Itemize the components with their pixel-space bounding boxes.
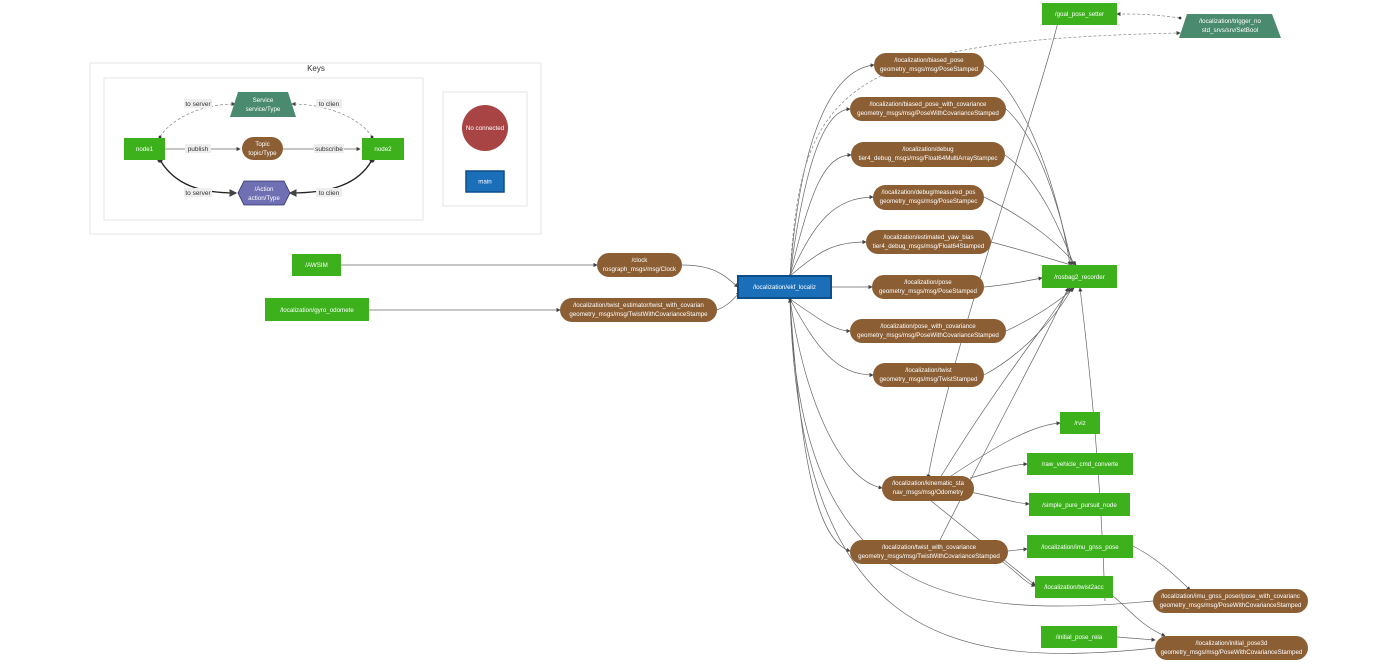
topic-kinematic-state[interactable]: /localization/kinematic_sta nav_msgs/msg… xyxy=(882,476,974,501)
svg-text:/localization/debug/measured_p: /localization/debug/measured_pos xyxy=(882,189,976,196)
svg-text:geometry_msgs/msg/TwistWithCov: geometry_msgs/msg/TwistWithCovarianceSta… xyxy=(858,553,1000,560)
svg-text:/localization/twist: /localization/twist xyxy=(905,367,952,374)
svg-text:topic/Type: topic/Type xyxy=(248,150,277,157)
svg-text:main: main xyxy=(478,179,492,186)
legend-action[interactable]: /Action action/Type xyxy=(237,180,291,206)
node-rosbag2-recorder[interactable]: /rosbag2_recorder xyxy=(1042,265,1117,288)
node-imu-gnss-poser[interactable]: /localization/imu_gnss_pose xyxy=(1027,535,1133,558)
topic-clock[interactable]: /clock rosgraph_msgs/msg/Clock xyxy=(597,253,682,277)
svg-text:to server: to server xyxy=(185,190,211,197)
svg-text:Service: Service xyxy=(253,97,274,104)
svg-text:/localization/initial_pose3d: /localization/initial_pose3d xyxy=(1196,640,1268,647)
topic-twist-estimator[interactable]: /localization/twist_estimator/twist_with… xyxy=(560,298,717,322)
svg-text:tier4_debug_msgs/msg/Float64St: tier4_debug_msgs/msg/Float64Stamped xyxy=(873,243,985,250)
svg-text:/rosbag2_recorder: /rosbag2_recorder xyxy=(1054,274,1105,281)
svg-text:/clock: /clock xyxy=(632,257,649,264)
node-gyro-odometer[interactable]: /localization/gyro_odomete xyxy=(265,298,369,321)
service-trigger-node[interactable]: /localization/trigger_no std_srvs/srv/Se… xyxy=(1179,14,1281,38)
svg-text:/localization/debug: /localization/debug xyxy=(902,146,954,153)
legend-edge-label-to-client-top: to clien xyxy=(316,99,342,108)
svg-text:geometry_msgs/msg/PoseWithCova: geometry_msgs/msg/PoseWithCovarianceStam… xyxy=(1161,649,1303,656)
legend-edge-label-to-server-top: to server xyxy=(184,99,212,108)
svg-text:/raw_vehicle_cmd_converte: /raw_vehicle_cmd_converte xyxy=(1042,461,1119,468)
node-twist2accel[interactable]: /localization/twist2acc xyxy=(1035,576,1113,598)
svg-text:service/Type: service/Type xyxy=(246,106,281,113)
svg-text:/simple_pure_pursuit_node: /simple_pure_pursuit_node xyxy=(1042,502,1117,509)
svg-text:nav_msgs/msg/Odometry: nav_msgs/msg/Odometry xyxy=(893,489,964,496)
topic-pose[interactable]: /localization/pose geometry_msgs/msg/Pos… xyxy=(872,275,984,299)
svg-text:geometry_msgs/msg/PoseWithCova: geometry_msgs/msg/PoseWithCovarianceStam… xyxy=(857,332,999,339)
topic-twist[interactable]: /localization/twist geometry_msgs/msg/Tw… xyxy=(873,363,984,387)
legend-edge-label-to-client-bottom: to clien xyxy=(316,188,342,197)
node-ekf-localizer-main[interactable]: /localization/ekf_localiz xyxy=(737,275,832,299)
svg-text:/localization/biased_pose: /localization/biased_pose xyxy=(894,57,964,64)
svg-text:action/Type: action/Type xyxy=(248,195,280,202)
node-simple-pure-pursuit[interactable]: /simple_pure_pursuit_node xyxy=(1029,493,1130,516)
legend-no-connected: No connected xyxy=(462,105,508,151)
svg-text:/localization/imu_gnss_poser/p: /localization/imu_gnss_poser/pose_with_c… xyxy=(1161,593,1300,600)
svg-text:geometry_msgs/msg/PoseStampec: geometry_msgs/msg/PoseStampec xyxy=(880,198,978,205)
node-raw-vehicle-cmd-converter[interactable]: /raw_vehicle_cmd_converte xyxy=(1027,453,1133,475)
svg-text:tier4_debug_msgs/msg/Float64Mu: tier4_debug_msgs/msg/Float64MultiArraySt… xyxy=(859,155,998,162)
svg-text:/localization/estimated_yaw_bi: /localization/estimated_yaw_bias xyxy=(883,234,973,241)
svg-text:/localization/imu_gnss_pose: /localization/imu_gnss_pose xyxy=(1041,544,1119,551)
legend-main: main xyxy=(465,170,505,193)
svg-text:/localization/pose_with_covari: /localization/pose_with_covariance xyxy=(880,323,976,330)
svg-text:geometry_msgs/msg/PoseWithCova: geometry_msgs/msg/PoseWithCovarianceStam… xyxy=(857,110,999,117)
svg-text:/goal_pose_setter: /goal_pose_setter xyxy=(1055,11,1104,18)
legend-edge-label-publish: publish xyxy=(185,144,211,153)
legend-topic[interactable]: Topic topic/Type xyxy=(242,137,283,160)
svg-text:No connected: No connected xyxy=(466,125,505,132)
node-awsim[interactable]: /AWSIM xyxy=(292,254,341,276)
svg-text:/localization/kinematic_sta: /localization/kinematic_sta xyxy=(892,480,964,487)
svg-text:std_srvs/srv/SetBool: std_srvs/srv/SetBool xyxy=(1202,27,1258,34)
keys-title: Keys xyxy=(307,64,325,73)
svg-text:/Action: /Action xyxy=(255,186,274,193)
legend-edge-label-subscribe: subscribe xyxy=(314,144,344,153)
svg-text:node1: node1 xyxy=(136,146,154,153)
svg-text:/localization/twist_with_covar: /localization/twist_with_covariance xyxy=(882,544,977,551)
topic-biased-pose[interactable]: /localization/biased_pose geometry_msgs/… xyxy=(874,53,984,77)
svg-text:/localization/twist2acc: /localization/twist2acc xyxy=(1044,584,1104,591)
svg-text:geometry_msgs/msg/PoseWithCova: geometry_msgs/msg/PoseWithCovarianceStam… xyxy=(1160,602,1302,609)
legend-service[interactable]: Service service/Type xyxy=(230,92,296,117)
topic-debug[interactable]: /localization/debug tier4_debug_msgs/msg… xyxy=(851,142,1005,167)
svg-text:geometry_msgs/msg/TwistStamped: geometry_msgs/msg/TwistStamped xyxy=(879,376,978,383)
svg-text:geometry_msgs/msg/PoseStamped: geometry_msgs/msg/PoseStamped xyxy=(880,66,979,73)
svg-text:/localization/trigger_no: /localization/trigger_no xyxy=(1199,18,1261,25)
topic-biased-pose-with-covariance[interactable]: /localization/biased_pose_with_covarianc… xyxy=(850,97,1006,121)
svg-text:/localization/twist_estimator/: /localization/twist_estimator/twist_with… xyxy=(573,302,704,309)
svg-text:to clien: to clien xyxy=(319,190,340,197)
keys-legend: Keys to server to clien publish subscrib… xyxy=(89,62,542,235)
topic-debug-measured-pose[interactable]: /localization/debug/measured_pos geometr… xyxy=(873,185,984,210)
svg-text:Topic: Topic xyxy=(255,141,269,148)
svg-text:to clien: to clien xyxy=(319,101,340,108)
svg-text:/localization/ekf_localiz: /localization/ekf_localiz xyxy=(753,284,816,291)
topic-estimated-yaw-bias[interactable]: /localization/estimated_yaw_bias tier4_d… xyxy=(866,230,991,254)
svg-text:subscribe: subscribe xyxy=(315,146,343,153)
topic-imu-gnss-pose-with-covariance[interactable]: /localization/imu_gnss_poser/pose_with_c… xyxy=(1153,589,1308,613)
svg-text:/AWSIM: /AWSIM xyxy=(305,262,327,269)
svg-text:/initial_pose_rela: /initial_pose_rela xyxy=(1056,634,1103,641)
legend-node2[interactable]: node2 xyxy=(362,138,404,160)
legend-node1[interactable]: node1 xyxy=(124,138,165,160)
topic-twist-with-covariance[interactable]: /localization/twist_with_covariance geom… xyxy=(850,540,1008,564)
svg-text:geometry_msgs/msg/TwistWithCov: geometry_msgs/msg/TwistWithCovarianceSta… xyxy=(569,311,708,318)
legend-edge-label-to-server-bottom: to server xyxy=(184,188,212,197)
svg-text:/localization/biased_pose_with: /localization/biased_pose_with_covarianc… xyxy=(870,101,988,108)
topic-initial-pose3d[interactable]: /localization/initial_pose3d geometry_ms… xyxy=(1155,636,1308,660)
topic-pose-with-covariance[interactable]: /localization/pose_with_covariance geome… xyxy=(850,319,1006,343)
svg-text:geometry_msgs/msg/PoseStamped: geometry_msgs/msg/PoseStamped xyxy=(879,288,978,295)
svg-text:publish: publish xyxy=(188,146,209,153)
node-initial-pose-relay[interactable]: /initial_pose_rela xyxy=(1041,626,1117,648)
svg-text:node2: node2 xyxy=(374,146,392,153)
svg-text:/rviz: /rviz xyxy=(1074,420,1085,427)
svg-text:to server: to server xyxy=(185,101,211,108)
svg-text:rosgraph_msgs/msg/Clock: rosgraph_msgs/msg/Clock xyxy=(603,266,677,273)
svg-text:/localization/pose: /localization/pose xyxy=(904,279,952,286)
svg-text:/localization/gyro_odomete: /localization/gyro_odomete xyxy=(280,307,354,314)
node-goal-pose-setter[interactable]: /goal_pose_setter xyxy=(1042,3,1117,25)
node-rviz[interactable]: /rviz xyxy=(1060,412,1100,434)
